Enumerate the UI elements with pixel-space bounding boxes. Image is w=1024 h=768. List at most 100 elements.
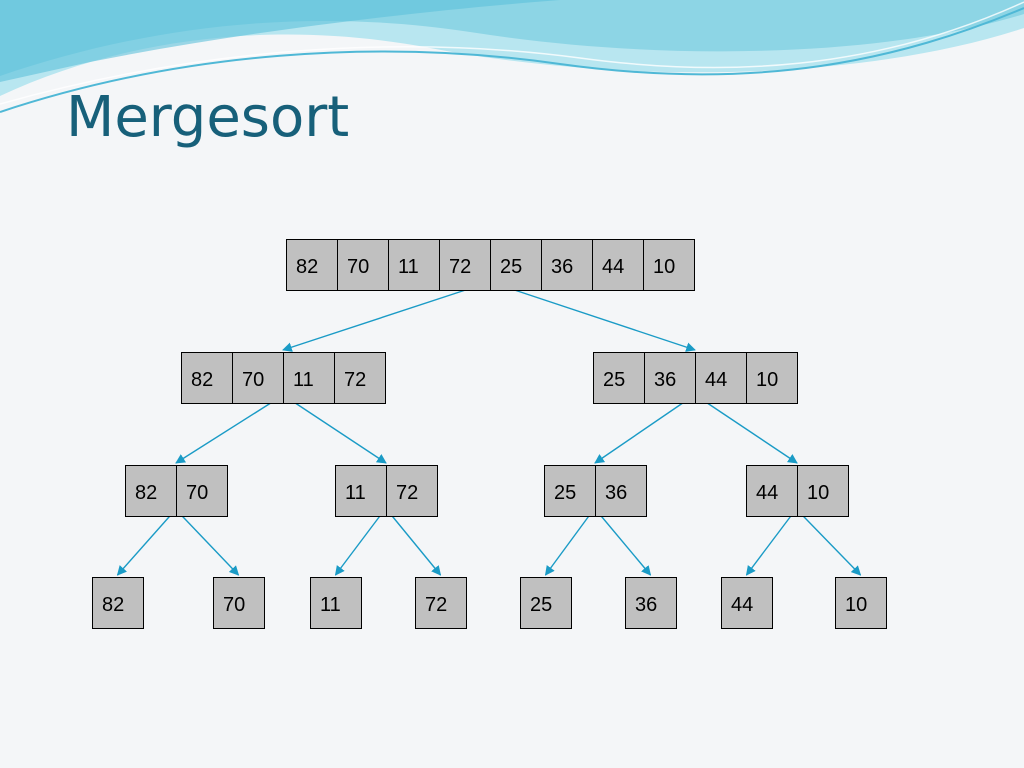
array-cell: 44 xyxy=(592,239,644,291)
split-arrow xyxy=(514,289,696,352)
array-cell: 25 xyxy=(520,577,572,629)
array-cell-value: 11 xyxy=(293,369,314,391)
array-cell-value: 70 xyxy=(223,594,245,616)
array-cell-value: 11 xyxy=(398,256,419,278)
array-cell-value: 82 xyxy=(296,256,318,278)
split-arrow xyxy=(282,289,466,352)
split-arrow xyxy=(706,402,798,464)
array-cell-box xyxy=(310,577,362,629)
array-cell: 72 xyxy=(415,577,467,629)
array-cell-value: 36 xyxy=(551,256,573,278)
array-node-level-3-1: 70 xyxy=(213,577,265,629)
array-cell-value: 70 xyxy=(242,369,264,391)
array-cell-box xyxy=(721,577,773,629)
array-cell-value: 72 xyxy=(344,369,366,391)
slide-title: Mergesort xyxy=(66,85,350,150)
array-cell: 44 xyxy=(721,577,773,629)
split-arrow xyxy=(175,402,272,464)
array-cell-value: 10 xyxy=(845,594,867,616)
array-cell-value: 44 xyxy=(756,482,778,504)
tree-edges xyxy=(116,289,862,576)
array-cell: 10 xyxy=(746,352,798,404)
array-cell: 25 xyxy=(490,239,542,291)
array-cell-box xyxy=(643,239,695,291)
array-cell: 11 xyxy=(335,465,387,517)
array-cell-box xyxy=(388,239,440,291)
array-cell-value: 72 xyxy=(396,482,418,504)
array-cell-value: 44 xyxy=(731,594,753,616)
array-cell-value: 36 xyxy=(605,482,627,504)
array-cell: 11 xyxy=(388,239,440,291)
array-cell: 70 xyxy=(337,239,389,291)
array-node-level-1-1: 25 36 44 10 xyxy=(593,352,798,404)
array-cell: 25 xyxy=(593,352,645,404)
array-cell-box xyxy=(797,465,849,517)
split-arrow xyxy=(181,515,240,576)
array-cell-box xyxy=(283,352,335,404)
array-node-level-3-7: 10 xyxy=(835,577,887,629)
array-cell: 44 xyxy=(746,465,798,517)
split-arrow xyxy=(116,515,171,576)
split-arrow xyxy=(802,515,862,576)
array-cell-box xyxy=(92,577,144,629)
array-cell-box xyxy=(625,577,677,629)
split-arrow xyxy=(334,515,381,576)
array-cell-value: 11 xyxy=(320,594,341,616)
array-cell: 36 xyxy=(541,239,593,291)
array-cell: 82 xyxy=(181,352,233,404)
array-cell: 36 xyxy=(595,465,647,517)
array-cell: 44 xyxy=(695,352,747,404)
array-node-level-2-1: 11 72 xyxy=(335,465,438,517)
array-cell-box xyxy=(125,465,177,517)
array-cell-value: 82 xyxy=(191,369,213,391)
split-arrow xyxy=(600,515,652,576)
array-cell-box xyxy=(337,239,389,291)
array-cell-box xyxy=(746,352,798,404)
array-cell: 11 xyxy=(283,352,335,404)
array-cell-value: 44 xyxy=(705,369,727,391)
array-cell: 82 xyxy=(92,577,144,629)
array-cell-value: 82 xyxy=(102,594,124,616)
array-cell: 72 xyxy=(334,352,386,404)
split-arrow xyxy=(294,402,387,464)
array-cell-box xyxy=(386,465,438,517)
array-node-level-3-4: 25 xyxy=(520,577,572,629)
array-cell: 10 xyxy=(835,577,887,629)
array-cell: 36 xyxy=(644,352,696,404)
array-cell-box xyxy=(181,352,233,404)
array-cell: 70 xyxy=(213,577,265,629)
array-cell: 25 xyxy=(544,465,596,517)
array-cell-value: 36 xyxy=(654,369,676,391)
array-cell-value: 10 xyxy=(653,256,675,278)
array-cell-value: 44 xyxy=(602,256,624,278)
array-cell-box xyxy=(592,239,644,291)
array-cell-box xyxy=(232,352,284,404)
array-cell-box xyxy=(176,465,228,517)
array-cell-box xyxy=(520,577,572,629)
array-cell: 70 xyxy=(232,352,284,404)
array-node-level-3-6: 44 xyxy=(721,577,773,629)
array-cell-box xyxy=(213,577,265,629)
array-cell: 36 xyxy=(625,577,677,629)
array-node-level-3-0: 82 xyxy=(92,577,144,629)
array-cell: 10 xyxy=(797,465,849,517)
array-cell-box xyxy=(439,239,491,291)
array-cell-box xyxy=(593,352,645,404)
array-cell: 10 xyxy=(643,239,695,291)
array-cell: 82 xyxy=(125,465,177,517)
array-cell-value: 72 xyxy=(425,594,447,616)
array-cell-box xyxy=(415,577,467,629)
array-cell-box xyxy=(286,239,338,291)
array-cell: 11 xyxy=(310,577,362,629)
array-cell-box xyxy=(334,352,386,404)
array-cell: 72 xyxy=(439,239,491,291)
array-cell-box xyxy=(695,352,747,404)
array-cell-value: 11 xyxy=(345,482,366,504)
array-cell-value: 70 xyxy=(347,256,369,278)
array-cell-box xyxy=(490,239,542,291)
array-cell: 72 xyxy=(386,465,438,517)
